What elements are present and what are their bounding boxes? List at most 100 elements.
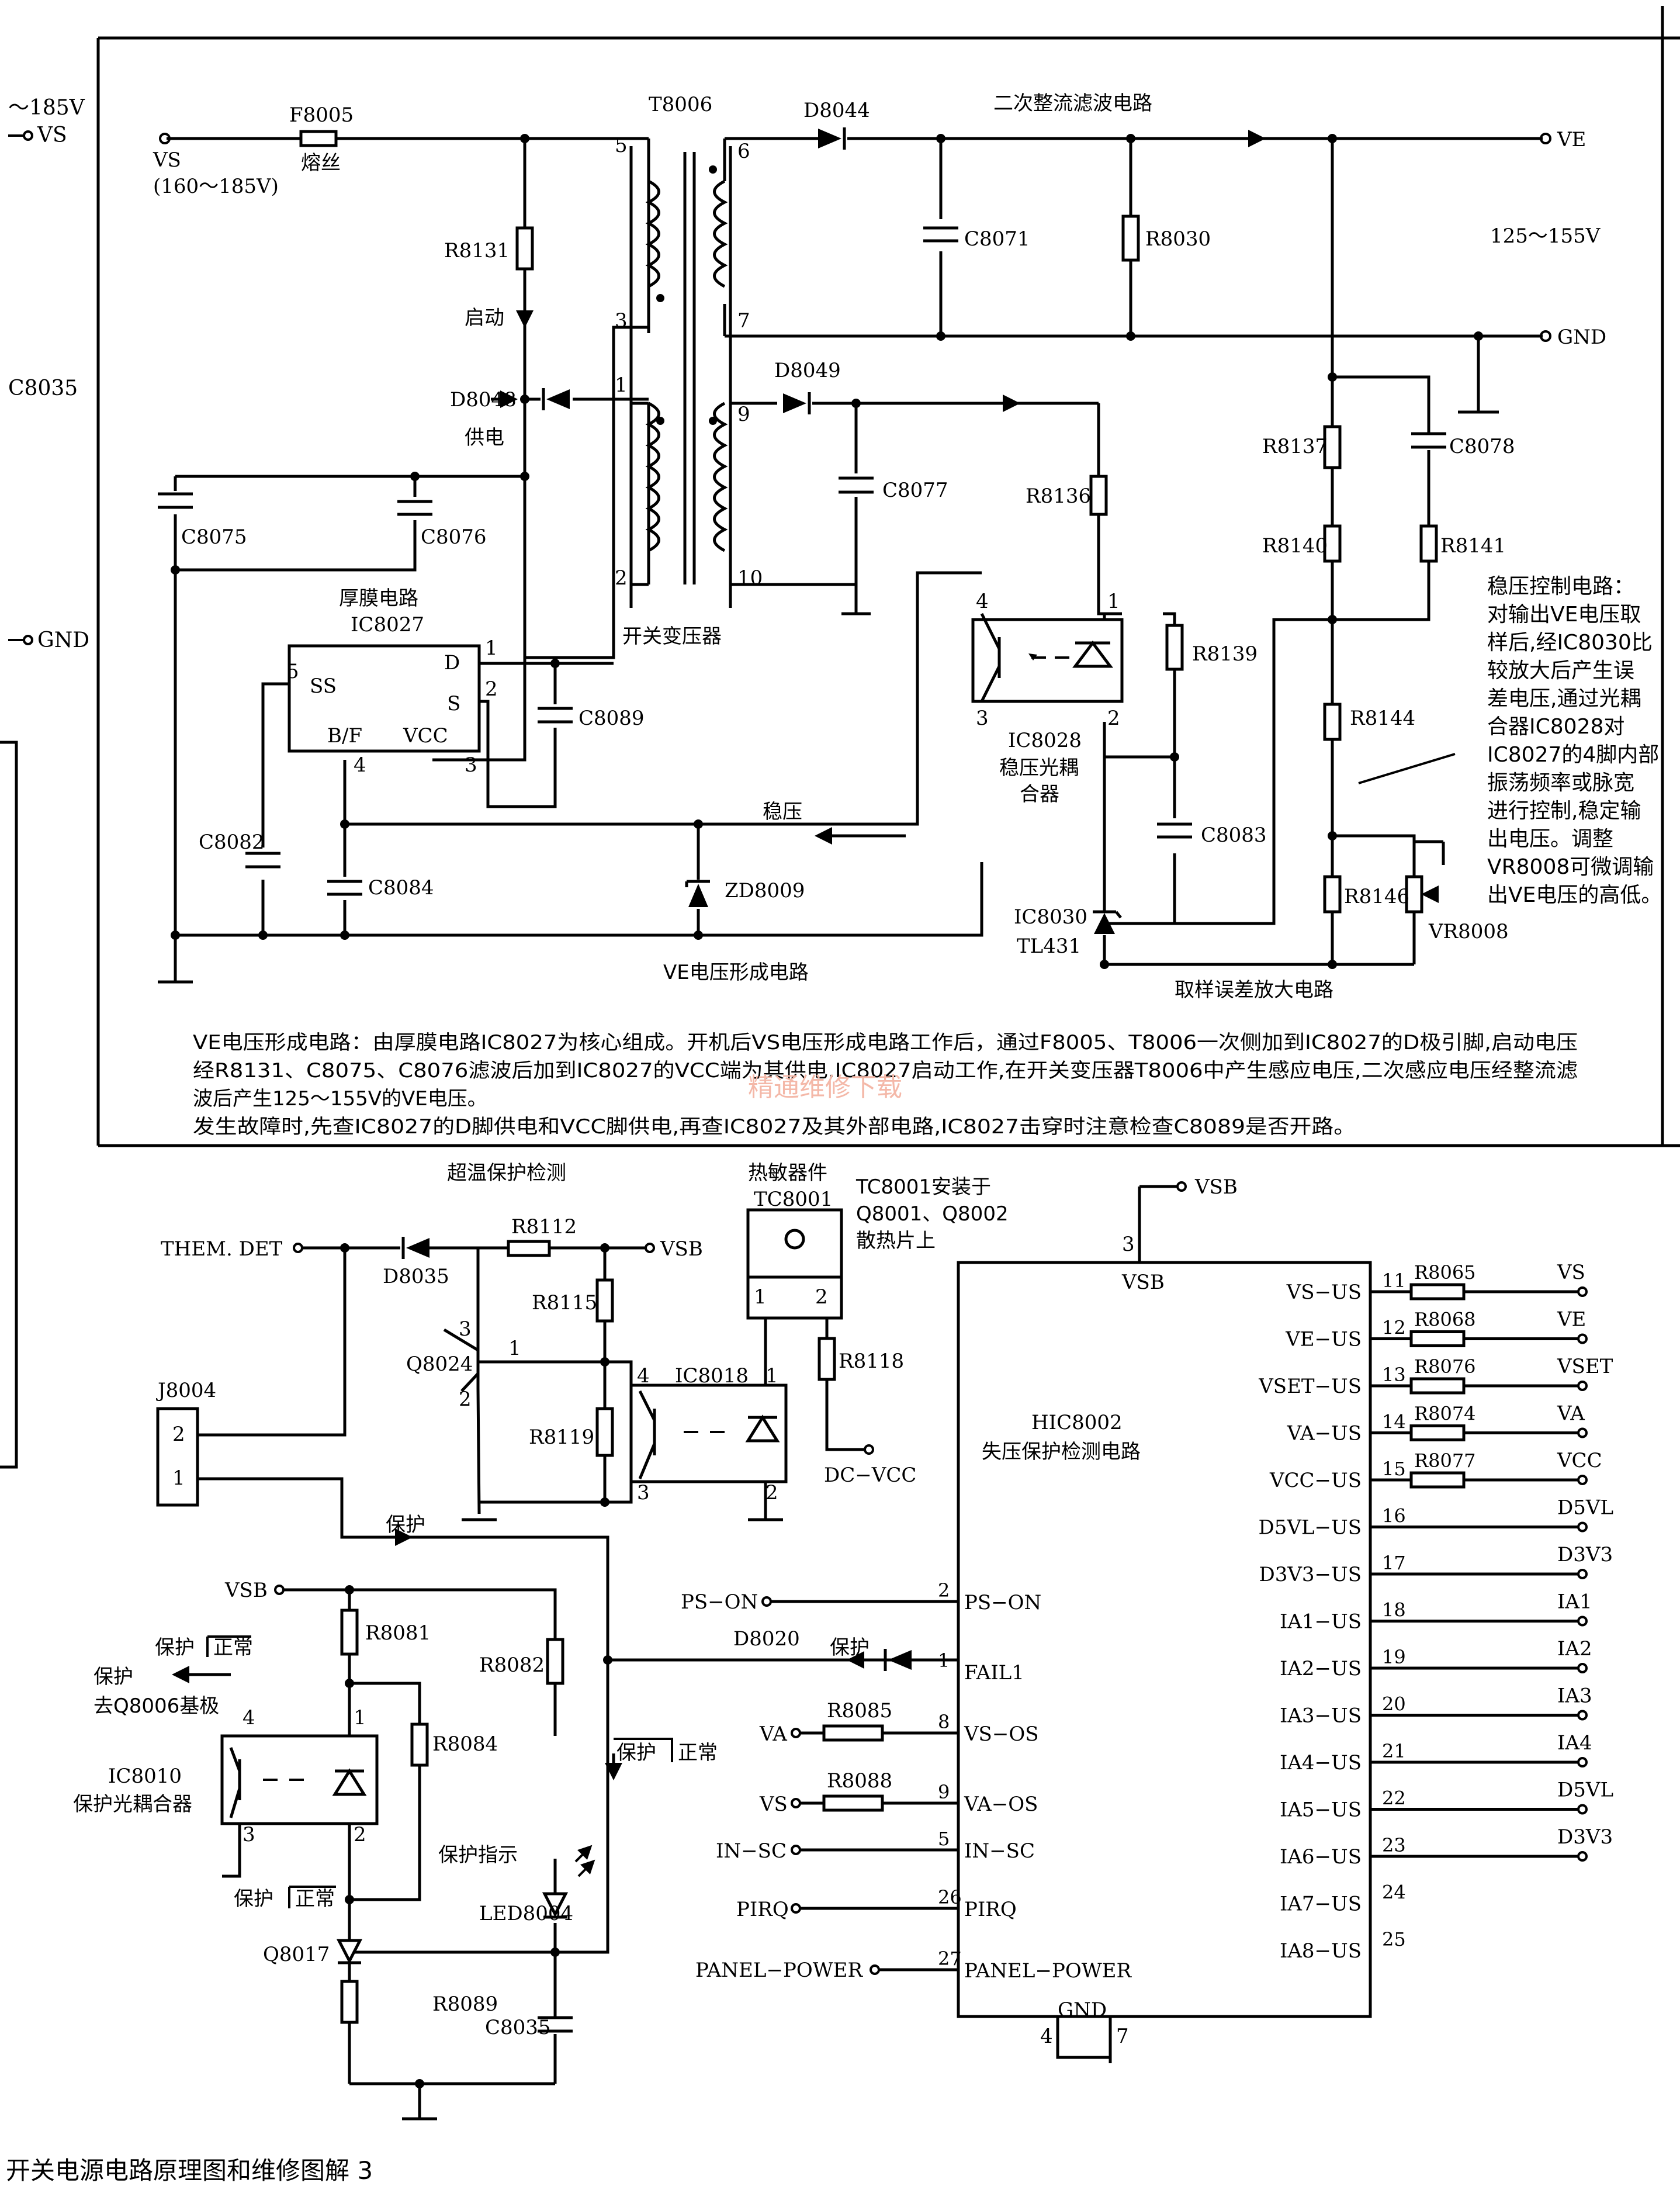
optocoupler-ic8010 <box>220 1734 379 1825</box>
net-terminal <box>1577 1710 1588 1721</box>
label-dc-vcc: DC−VCC <box>824 1464 916 1487</box>
label-tc-note2: Q8001、Q8002 <box>856 1202 1009 1226</box>
net-terminal <box>1577 1804 1588 1815</box>
hic-pin-name: VS−US <box>1286 1281 1362 1304</box>
net-terminal <box>1577 1333 1588 1344</box>
dc-vcc-terminal <box>864 1444 874 1455</box>
hic-pin-number: 27 <box>938 1948 962 1970</box>
capacitor-c8089 <box>538 707 573 724</box>
label-c8076: C8076 <box>421 525 487 549</box>
overline-c <box>288 1886 336 1908</box>
net-label: IA1 <box>1557 1590 1592 1614</box>
panel-power-terminal <box>870 1964 880 1975</box>
junction-dots <box>171 134 1483 969</box>
page-footer: 开关电源电路原理图和维修图解 3 <box>6 2156 373 2185</box>
resistor-r8136 <box>1089 475 1108 516</box>
hic-pin-name: VS−OS <box>964 1722 1039 1746</box>
t8006-pin2: 2 <box>615 566 628 590</box>
label-overtemp: 超温保护检测 <box>447 1161 566 1185</box>
hic-pin-number: 18 <box>1382 1599 1406 1621</box>
net-label: VSET <box>1557 1355 1613 1378</box>
hic-pin-name: VA−OS <box>964 1793 1038 1816</box>
label-c8082: C8082 <box>199 831 265 854</box>
hic-pin-number: 25 <box>1382 1928 1406 1950</box>
note-line: 样后,经IC8030比 <box>1487 631 1653 655</box>
ic8027-pin3: 3 <box>465 753 477 777</box>
label-in-sc: IN−SC <box>716 1839 787 1863</box>
transistor-q8017 <box>336 1939 363 1964</box>
label-j8004: J8004 <box>156 1379 216 1402</box>
desc-line: 经R8131、C8075、C8076滤波后加到IC8027的VCC端为其供电,I… <box>193 1059 1578 1082</box>
net-terminal <box>1577 1427 1588 1438</box>
label-left-gnd: GND <box>37 628 89 652</box>
ic8018-pin3: 3 <box>637 1481 650 1504</box>
net-terminal <box>1577 1521 1588 1533</box>
ic8028-pin4: 4 <box>976 590 989 613</box>
label-ic8030: IC8030 <box>1014 905 1087 929</box>
net-label: D3V3 <box>1557 1543 1613 1566</box>
hic-pin-name: IA5−US <box>1280 1798 1362 1822</box>
pin-d: D <box>444 651 460 674</box>
label-r8140: R8140 <box>1262 534 1328 558</box>
net-terminal <box>1577 1616 1588 1627</box>
resistor-label: R8077 <box>1414 1450 1476 1472</box>
label-ic8018: IC8018 <box>675 1364 749 1388</box>
hic-pin-name: IA3−US <box>1280 1704 1362 1728</box>
resistor-r8088 <box>822 1794 884 1812</box>
label-ve-range: 125～155V <box>1490 224 1601 248</box>
overline-d <box>614 1738 673 1762</box>
resistor-r8131 <box>515 226 534 271</box>
hic-pin-name: VCC−US <box>1269 1469 1362 1492</box>
label-fuse: 熔丝 <box>301 151 341 175</box>
potentiometer-vr8008 <box>1405 875 1439 914</box>
hic-pin-number: 9 <box>938 1781 950 1803</box>
label-tc-note1: TC8001安装于 <box>855 1175 991 1199</box>
label-c8035: C8035 <box>485 2016 551 2039</box>
resistor-label: R8076 <box>1414 1355 1476 1378</box>
label-led: 保护指示 <box>438 1843 518 1867</box>
description-text: VE电压形成电路：由厚膜电路IC8027为核心组成。开机后VS电压形成电路工作后… <box>193 1031 1578 1139</box>
left-margin-labels: ～185V VS C8035 GND <box>8 96 89 652</box>
ic8018-pin2: 2 <box>765 1481 778 1504</box>
hic-pin-name: IN−SC <box>964 1839 1035 1863</box>
section-secondary: 二次整流滤波电路 <box>993 92 1152 115</box>
label-r8115: R8115 <box>532 1291 597 1315</box>
note-line: 稳压控制电路： <box>1487 575 1634 599</box>
resistor <box>1409 1471 1466 1489</box>
resistor-r8144 <box>1323 703 1342 741</box>
resistor-r8030 <box>1121 215 1140 262</box>
hic-pin-number: 20 <box>1382 1693 1406 1715</box>
label-left-c8035: C8035 <box>8 376 78 400</box>
hic-pin-number: 8 <box>938 1711 950 1733</box>
resistor-r8115 <box>595 1278 614 1323</box>
label-hic-vsb: VSB <box>1121 1271 1165 1294</box>
net-terminal <box>1577 1851 1588 1862</box>
resistor-r8139 <box>1165 624 1184 671</box>
hic-pin-name: PANEL−POWER <box>964 1959 1132 1983</box>
hic-left-pin: PS−ON2 <box>938 1579 1041 1614</box>
net-label: D5VL <box>1557 1779 1613 1802</box>
capacitor-c8035 <box>538 2016 573 2033</box>
j8004-pin1: 1 <box>172 1466 185 1490</box>
led-led8004 <box>542 1845 595 1919</box>
note-line: 差电压,通过光耦 <box>1487 687 1641 711</box>
hic-pin-number: 17 <box>1382 1552 1406 1574</box>
label-vsb-lower: VSB <box>224 1579 268 1602</box>
label-d8035: D8035 <box>383 1265 449 1288</box>
ic8028-pin1: 1 <box>1107 590 1120 613</box>
net-label: D3V3 <box>1557 1825 1613 1849</box>
note-line: 较放大后产生误 <box>1487 659 1634 683</box>
note-line: VR8008可微调输 <box>1487 855 1654 879</box>
label-r8139: R8139 <box>1192 642 1258 666</box>
optocoupler-ic8028 <box>971 613 1124 703</box>
hic-pin-name: IA7−US <box>1280 1893 1362 1916</box>
q8024-pin3: 3 <box>459 1317 472 1341</box>
desc-line: 波后产生125～155V的VE电压。 <box>193 1087 487 1111</box>
label-d8044: D8044 <box>803 99 870 122</box>
ic8010-pin2: 2 <box>354 1823 366 1846</box>
pin-s: S <box>447 692 460 715</box>
